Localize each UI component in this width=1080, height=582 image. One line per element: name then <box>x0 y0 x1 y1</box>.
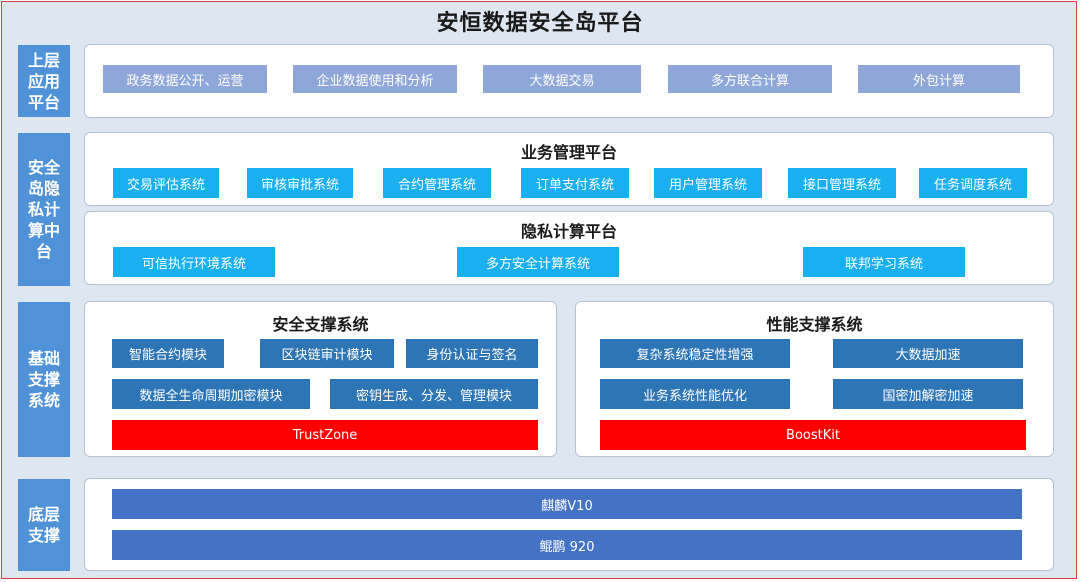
system-box-user-mgmt: 用户管理系统 <box>654 168 762 198</box>
security-support-panel: 安全支撑系统 智能合约模块 区块链审计模块 身份认证与签名 数据全生命周期加密模… <box>84 301 557 457</box>
privacy-platform-panel: 隐私计算平台 可信执行环境系统 多方安全计算系统 联邦学习系统 <box>84 211 1054 285</box>
app-box-multiparty-computing: 多方联合计算 <box>668 65 832 93</box>
hardware-bar-boostkit: BoostKit <box>600 420 1026 450</box>
diagram-title: 安恒数据安全岛平台 <box>436 11 644 36</box>
upper-app-panel: 政务数据公开、运营 企业数据使用和分析 大数据交易 多方联合计算 外包计算 <box>84 44 1054 118</box>
system-box-transaction-eval: 交易评估系统 <box>113 168 219 198</box>
layer-label-base-support: 基础 支撑 系统 <box>18 302 70 457</box>
security-support-title: 安全支撑系统 <box>272 315 369 334</box>
layer-label-middle-platform: 安全 岛隐 私计 算中 台 <box>18 133 70 286</box>
system-box-contract-mgmt: 合约管理系统 <box>383 168 491 198</box>
module-box-big-data-acceleration: 大数据加速 <box>833 339 1023 368</box>
performance-support-title: 性能支撑系统 <box>766 315 863 334</box>
module-box-performance-optimization: 业务系统性能优化 <box>600 379 790 409</box>
bottom-support-panel: 麒麟V10 鲲鹏 920 <box>84 478 1054 571</box>
performance-support-panel: 性能支撑系统 复杂系统稳定性增强 大数据加速 业务系统性能优化 国密加解密加速 … <box>575 301 1054 457</box>
app-box-outsourced-computing: 外包计算 <box>858 65 1020 93</box>
system-box-task-scheduling: 任务调度系统 <box>919 168 1027 198</box>
app-box-big-data-trading: 大数据交易 <box>483 65 641 93</box>
module-box-blockchain-audit: 区块链审计模块 <box>260 339 394 368</box>
hardware-bar-trustzone: TrustZone <box>112 420 538 450</box>
business-platform-title: 业务管理平台 <box>520 143 617 162</box>
module-box-crypto-acceleration: 国密加解密加速 <box>833 379 1023 409</box>
privacy-platform-title: 隐私计算平台 <box>520 222 617 241</box>
module-box-lifecycle-encryption: 数据全生命周期加密模块 <box>112 379 310 409</box>
module-box-stability: 复杂系统稳定性增强 <box>600 339 790 368</box>
cpu-bar-kunpeng: 鲲鹏 920 <box>112 530 1022 560</box>
business-platform-panel: 业务管理平台 交易评估系统 审核审批系统 合约管理系统 订单支付系统 用户管理系… <box>84 132 1054 206</box>
os-bar-kylin: 麒麟V10 <box>112 489 1022 519</box>
system-box-federated-learning: 联邦学习系统 <box>803 247 965 277</box>
system-box-mpc: 多方安全计算系统 <box>457 247 619 277</box>
module-box-smart-contract: 智能合约模块 <box>112 339 224 368</box>
app-box-gov-data: 政务数据公开、运营 <box>103 65 267 93</box>
module-box-key-management: 密钥生成、分发、管理模块 <box>330 379 538 409</box>
system-box-interface-mgmt: 接口管理系统 <box>788 168 896 198</box>
layer-label-upper-app: 上层 应用 平台 <box>18 45 70 117</box>
system-box-audit-approval: 审核审批系统 <box>247 168 353 198</box>
module-box-identity-signature: 身份认证与签名 <box>406 339 538 368</box>
app-box-enterprise-data: 企业数据使用和分析 <box>293 65 457 93</box>
layer-label-bottom: 底层 支撑 <box>18 479 70 571</box>
system-box-tee: 可信执行环境系统 <box>113 247 275 277</box>
system-box-order-payment: 订单支付系统 <box>521 168 629 198</box>
